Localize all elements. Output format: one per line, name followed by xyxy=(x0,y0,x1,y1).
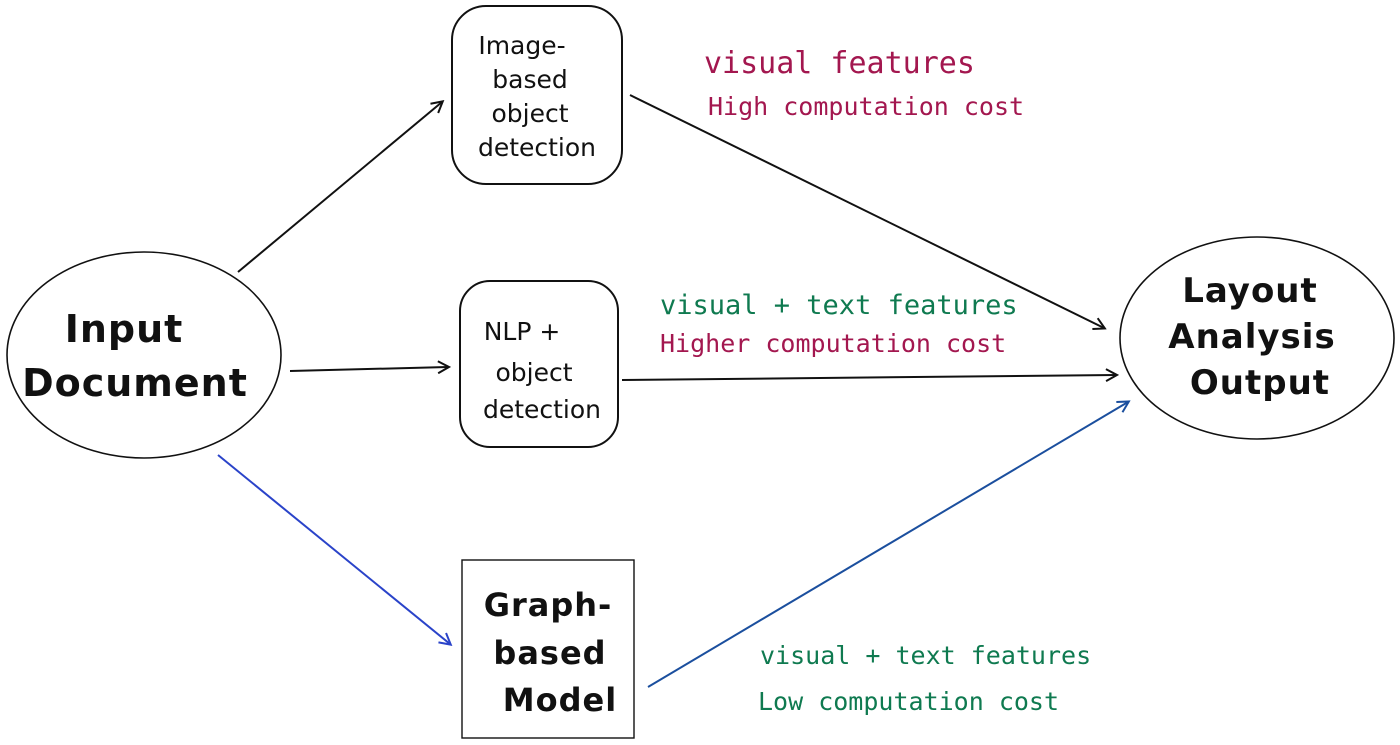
edge-image-to-output xyxy=(629,94,1104,328)
node-image-line-3: object xyxy=(491,99,568,128)
node-output-line-1: Layout xyxy=(1182,271,1318,311)
node-input-line-2: Document xyxy=(22,361,248,405)
node-graph-line-2: based xyxy=(493,634,606,672)
node-output-line-3: Output xyxy=(1190,363,1330,403)
node-nlp-line-1: NLP + xyxy=(484,317,561,346)
node-nlp-detection: NLP + object detection xyxy=(459,280,619,448)
edge-nlp-to-output xyxy=(621,375,1116,380)
node-image-line-1: Image- xyxy=(478,31,565,60)
label-mid-features: visual + text features xyxy=(660,290,1018,321)
node-image-line-4: detection xyxy=(478,133,596,162)
label-mid-cost: Higher computation cost xyxy=(660,329,1006,358)
edge-input-to-image xyxy=(237,102,442,273)
node-nlp-line-3: detection xyxy=(483,395,601,424)
node-input-document: Input Document xyxy=(6,251,282,459)
node-graph-line-1: Graph- xyxy=(484,586,613,624)
edge-input-to-nlp xyxy=(289,367,448,371)
node-layout-analysis-output: Layout Analysis Output xyxy=(1119,236,1395,440)
node-graph-based-model: Graph- based Model xyxy=(461,559,635,739)
label-bottom-features: visual + text features xyxy=(760,641,1091,670)
node-image-line-2: based xyxy=(492,65,567,94)
edge-graph-to-output xyxy=(647,402,1128,688)
label-top-features: visual features xyxy=(704,46,975,81)
edge-input-to-graph xyxy=(217,454,450,644)
label-top-cost: High computation cost xyxy=(708,92,1024,121)
node-input-line-1: Input xyxy=(65,307,184,351)
node-output-line-2: Analysis xyxy=(1168,317,1335,357)
node-image-based-detection: Image- based object detection xyxy=(451,5,623,185)
node-nlp-line-2: object xyxy=(495,358,572,387)
node-graph-line-3: Model xyxy=(503,681,617,719)
label-bottom-cost: Low computation cost xyxy=(758,687,1059,716)
